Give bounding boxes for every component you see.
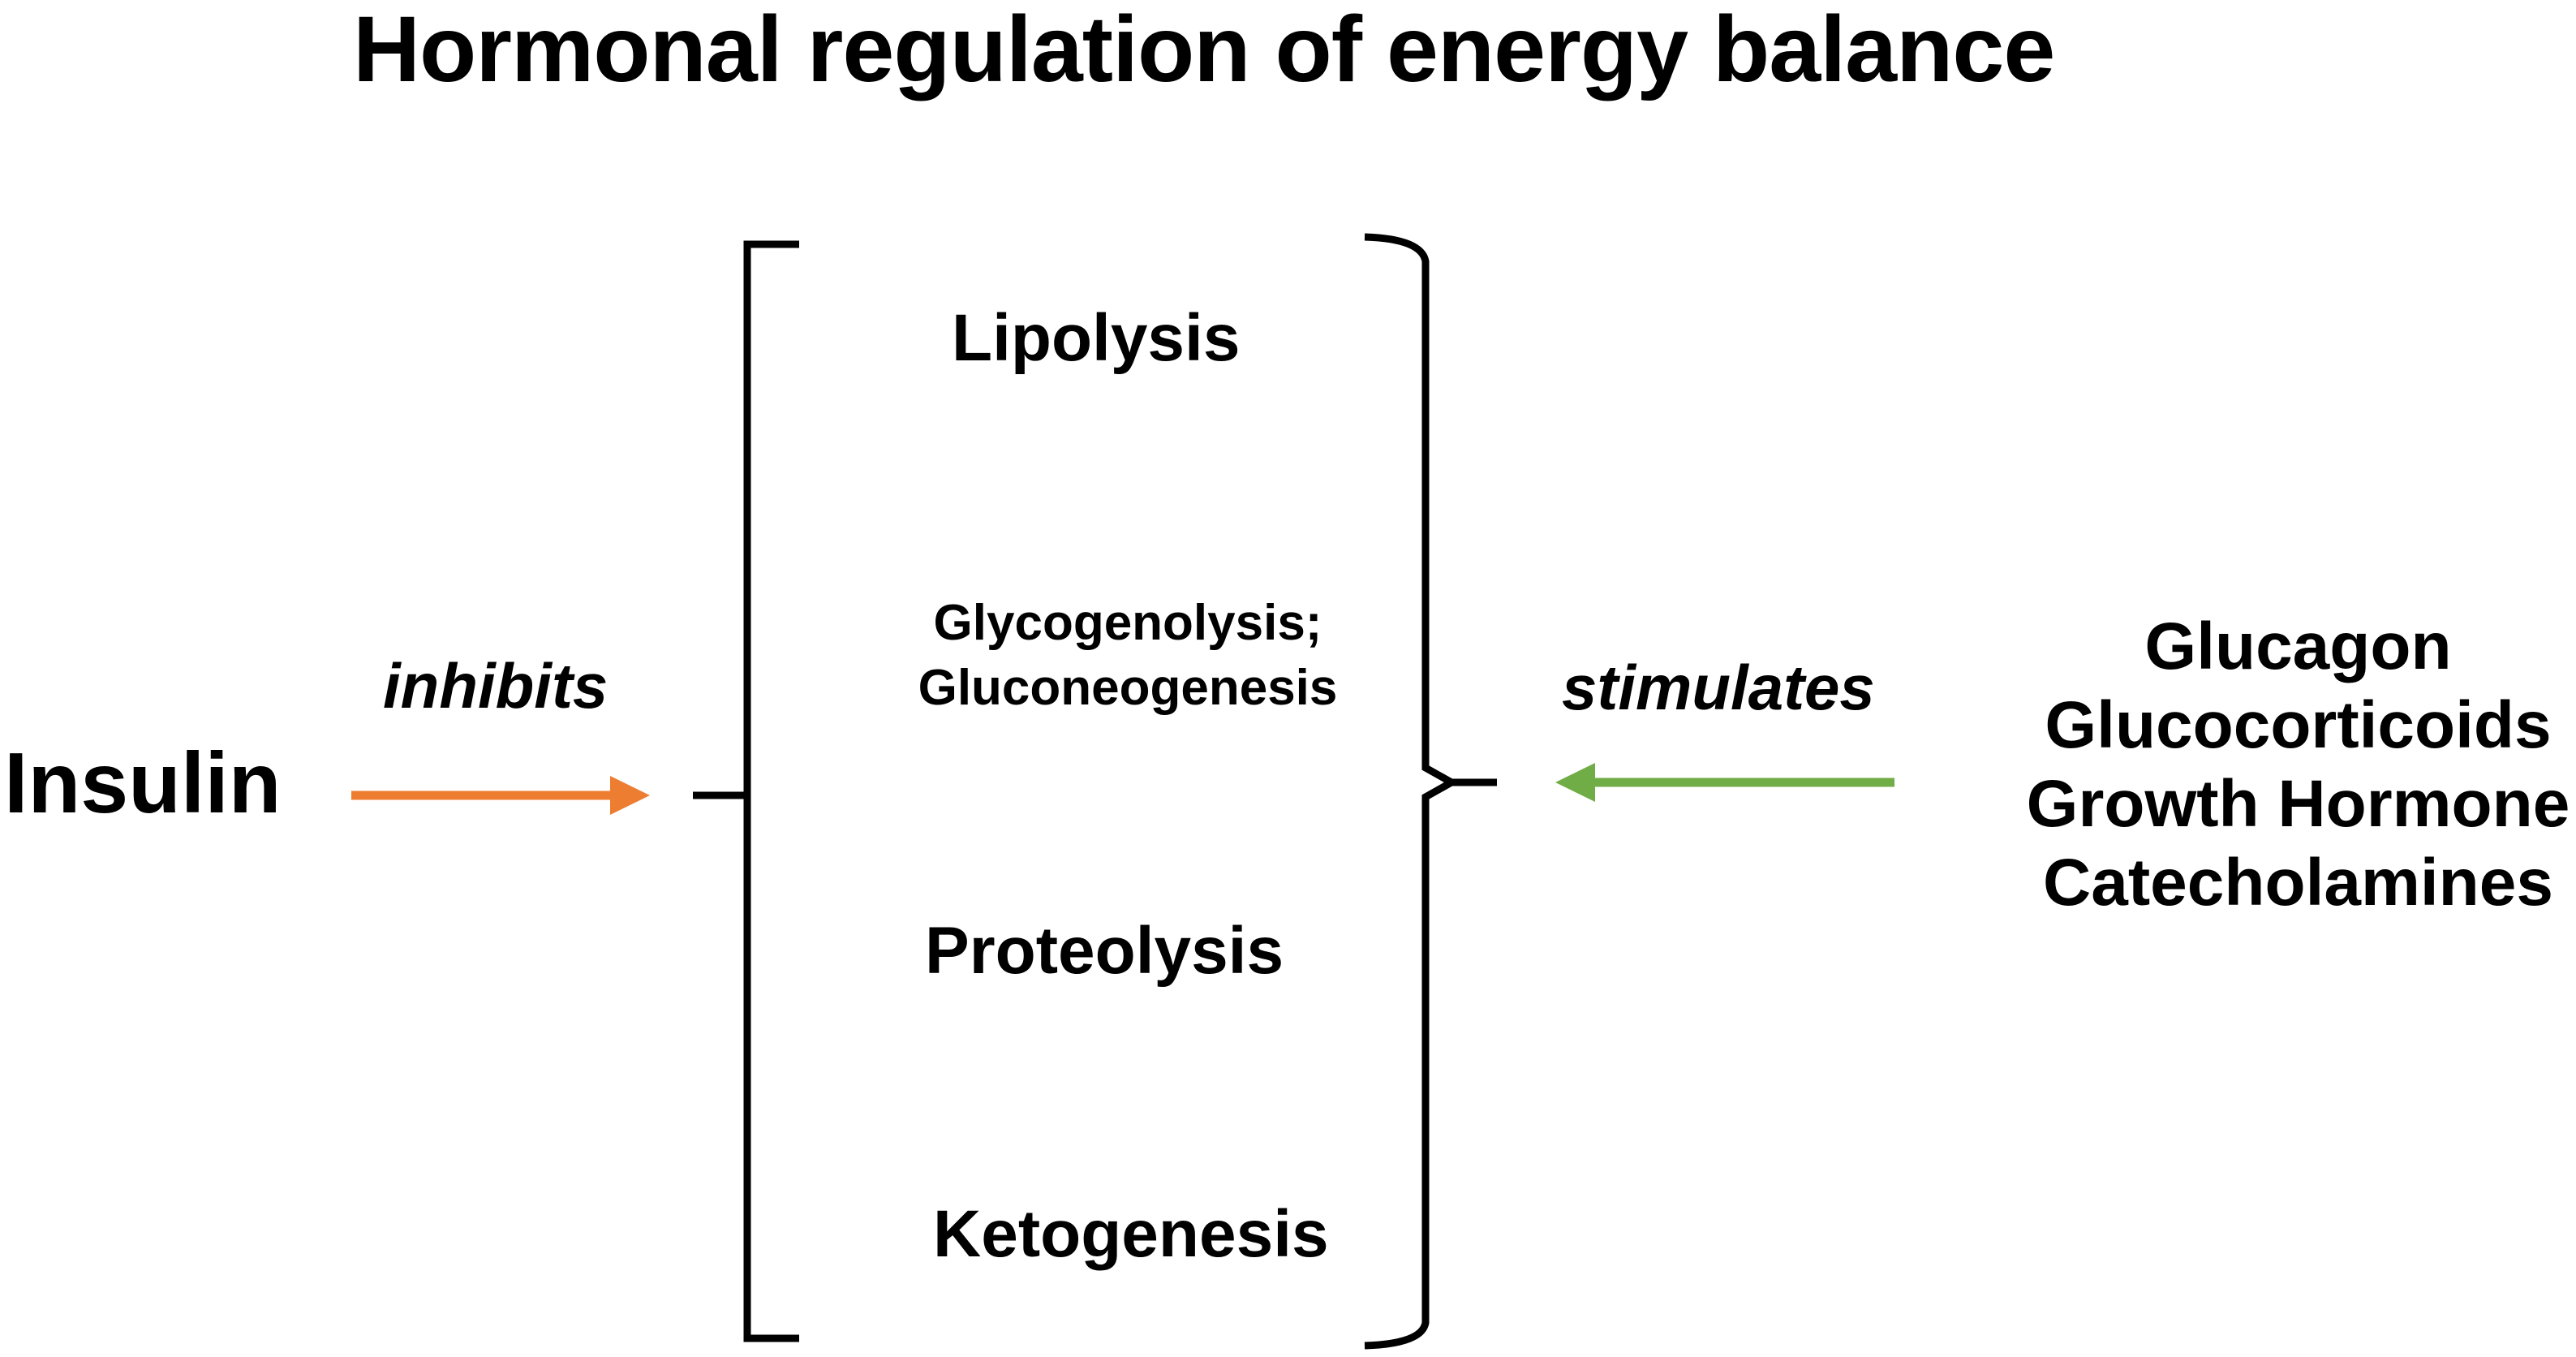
process-glycogenolysis-gluconeogenesis: Glycogenolysis; Gluconeogenesis <box>844 591 1412 721</box>
page-title: Hormonal regulation of energy balance <box>353 0 2055 101</box>
insulin-label: Insulin <box>4 735 282 831</box>
stimulates-left-arrow-icon <box>1555 763 1894 802</box>
right-brace-shape <box>1364 233 1460 1350</box>
process-glycogenolysis-line: Glycogenolysis; <box>933 595 1322 651</box>
inhibits-label: inhibits <box>383 650 609 722</box>
stimulates-label: stimulates <box>1562 652 1875 723</box>
hormone-catecholamines: Catecholamines <box>2043 846 2553 920</box>
hormone-growth-hormone: Growth Hormone <box>2026 767 2570 841</box>
hormone-glucocorticoids: Glucocorticoids <box>2045 688 2552 762</box>
process-proteolysis: Proteolysis <box>925 914 1284 988</box>
left-bracket-shape <box>743 240 799 1342</box>
inhibits-arrow-head <box>610 776 650 815</box>
stimulating-hormones-list: Glucagon Glucocorticoids Growth Hormone … <box>2020 607 2576 922</box>
stimulates-arrow-head <box>1555 763 1595 802</box>
process-lipolysis: Lipolysis <box>952 301 1241 375</box>
process-ketogenesis: Ketogenesis <box>933 1197 1329 1271</box>
process-gluconeogenesis-line: Gluconeogenesis <box>918 660 1338 716</box>
hormone-glucagon: Glucagon <box>2144 610 2452 683</box>
inhibits-right-arrow-icon <box>351 776 650 815</box>
